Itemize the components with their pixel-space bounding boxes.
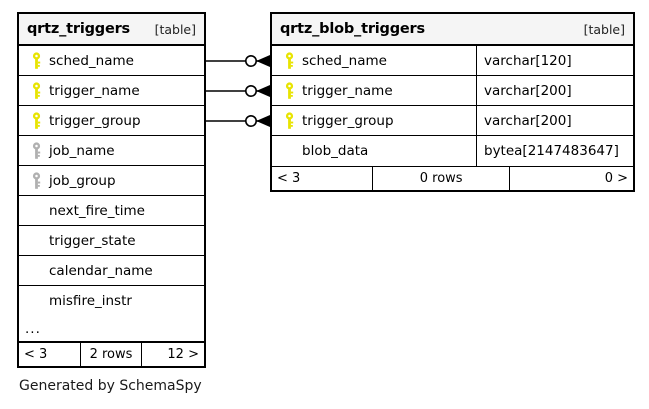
key-icon bbox=[278, 81, 300, 100]
pager-next-button[interactable]: 12 > bbox=[167, 347, 199, 362]
table-row[interactable]: next_fire_time bbox=[19, 196, 204, 226]
relationship-connector bbox=[206, 115, 270, 128]
relationship-connector bbox=[206, 54, 270, 67]
table-title: qrtz_triggers bbox=[27, 21, 130, 37]
table-row[interactable]: job_group bbox=[19, 166, 204, 196]
column-name-label: sched_name bbox=[49, 52, 134, 69]
column-name-cell: sched_name bbox=[19, 46, 204, 75]
column-name-cell: job_name bbox=[19, 136, 204, 165]
column-name-cell: trigger_name bbox=[19, 76, 204, 105]
column-name-label: trigger_group bbox=[302, 112, 394, 129]
key-icon-gray bbox=[25, 171, 47, 190]
column-name-cell: trigger_name bbox=[272, 76, 476, 105]
column-name-label: job_name bbox=[49, 142, 115, 159]
key-icon bbox=[278, 111, 300, 130]
table-row[interactable]: trigger_name varchar[200] bbox=[272, 76, 633, 106]
table-pager[interactable]: < 3 2 rows 12 > bbox=[19, 342, 204, 366]
pager-next-button[interactable]: 0 > bbox=[604, 171, 628, 186]
table-header: qrtz_triggers [table] bbox=[19, 14, 204, 46]
table-row[interactable]: blob_data bytea[2147483647] bbox=[272, 136, 633, 166]
pager-row-count: 0 rows bbox=[373, 167, 511, 190]
column-type-cell: varchar[120] bbox=[476, 46, 633, 75]
column-name-cell: calendar_name bbox=[19, 256, 204, 285]
column-name-cell: trigger_state bbox=[19, 226, 204, 255]
pager-row-count: 2 rows bbox=[81, 343, 143, 366]
table-kind-label: [table] bbox=[154, 21, 196, 37]
column-name-cell: next_fire_time bbox=[19, 196, 204, 225]
column-name-label: job_group bbox=[49, 172, 116, 189]
column-name-cell: trigger_group bbox=[19, 106, 204, 135]
column-name-cell: blob_data bbox=[272, 136, 476, 166]
table-title: qrtz_blob_triggers bbox=[280, 21, 425, 37]
key-icon bbox=[25, 51, 47, 70]
table-row[interactable]: job_name bbox=[19, 136, 204, 166]
table-row[interactable]: trigger_group varchar[200] bbox=[272, 106, 633, 136]
column-name-cell: trigger_group bbox=[272, 106, 476, 135]
column-name-cell: misfire_instr bbox=[19, 286, 204, 316]
key-icon bbox=[278, 51, 300, 70]
column-type-cell: varchar[200] bbox=[476, 76, 633, 105]
table-pager[interactable]: < 3 0 rows 0 > bbox=[272, 166, 633, 190]
column-type-cell: bytea[2147483647] bbox=[476, 136, 633, 166]
column-name-label: calendar_name bbox=[49, 262, 153, 279]
pager-prev-button[interactable]: < 3 bbox=[19, 343, 81, 366]
table-row[interactable]: misfire_instr bbox=[19, 286, 204, 316]
column-name-cell: sched_name bbox=[272, 46, 476, 75]
table-node-qrtz-triggers[interactable]: qrtz_triggers [table] sched_name trigger_… bbox=[17, 12, 206, 368]
relationship-connector bbox=[206, 85, 270, 98]
table-row[interactable]: trigger_group bbox=[19, 106, 204, 136]
column-name-label: sched_name bbox=[302, 52, 387, 69]
pager-prev-button[interactable]: < 3 bbox=[272, 167, 374, 190]
table-row[interactable]: sched_name varchar[120] bbox=[272, 46, 633, 76]
column-name-label: blob_data bbox=[302, 143, 369, 159]
column-name-label: next_fire_time bbox=[49, 202, 145, 219]
column-name-label: trigger_group bbox=[49, 112, 141, 129]
table-row[interactable]: trigger_state bbox=[19, 226, 204, 256]
column-name-label: trigger_name bbox=[49, 82, 140, 99]
column-name-label: misfire_instr bbox=[49, 293, 132, 309]
column-list: sched_name trigger_name trigger_group job_n… bbox=[19, 46, 204, 316]
column-name-label: trigger_state bbox=[49, 232, 136, 249]
more-columns-indicator: ... bbox=[19, 316, 204, 342]
column-name-label: trigger_name bbox=[302, 82, 393, 99]
table-header: qrtz_blob_triggers [table] bbox=[272, 14, 633, 46]
table-row[interactable]: calendar_name bbox=[19, 256, 204, 286]
column-type-cell: varchar[200] bbox=[476, 106, 633, 135]
table-row[interactable]: sched_name bbox=[19, 46, 204, 76]
key-icon bbox=[25, 111, 47, 130]
diagram-caption: Generated by SchemaSpy bbox=[19, 378, 202, 394]
table-row[interactable]: trigger_name bbox=[19, 76, 204, 106]
column-name-cell: job_group bbox=[19, 166, 204, 195]
key-icon bbox=[25, 81, 47, 100]
table-kind-label: [table] bbox=[583, 21, 625, 37]
key-icon-gray bbox=[25, 141, 47, 160]
